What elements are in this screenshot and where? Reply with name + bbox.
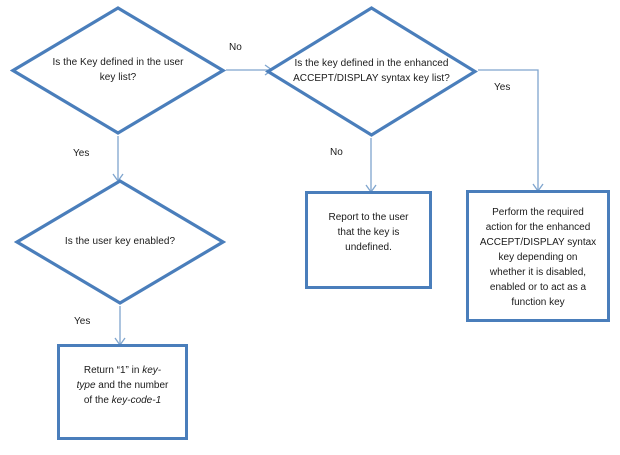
decision-label: Is the Key defined in the user key list?	[52, 57, 184, 83]
edge-d2-to-p3	[478, 69, 544, 193]
decision-key-in-user-key-list[interactable]: Is the Key defined in the user key list?	[10, 5, 226, 136]
edge-label-d2-yes: Yes	[494, 82, 511, 93]
diamond-shape	[14, 179, 226, 305]
edge-d1-to-d3	[112, 136, 124, 183]
edge-label-d2-no: No	[330, 147, 343, 158]
decision-label: Is the user key enabled?	[64, 235, 176, 247]
edge-label-d3-yes: Yes	[74, 316, 91, 327]
diamond-shape	[265, 6, 478, 137]
diamond-shape	[10, 6, 226, 135]
edge-label-d1-yes: Yes	[73, 148, 90, 159]
decision-user-key-enabled[interactable]: Is the user key enabled?	[14, 178, 226, 306]
decision-key-in-enhanced-syntax-key-list[interactable]: Is the key defined in the enhanced ACCEP…	[265, 5, 478, 138]
edge-d3-to-p1	[114, 306, 126, 347]
edge-label-d1-no: No	[229, 42, 242, 53]
edge-d2-to-p2	[365, 138, 377, 194]
decision-label: Is the key defined in the enhanced ACCEP…	[293, 58, 450, 84]
